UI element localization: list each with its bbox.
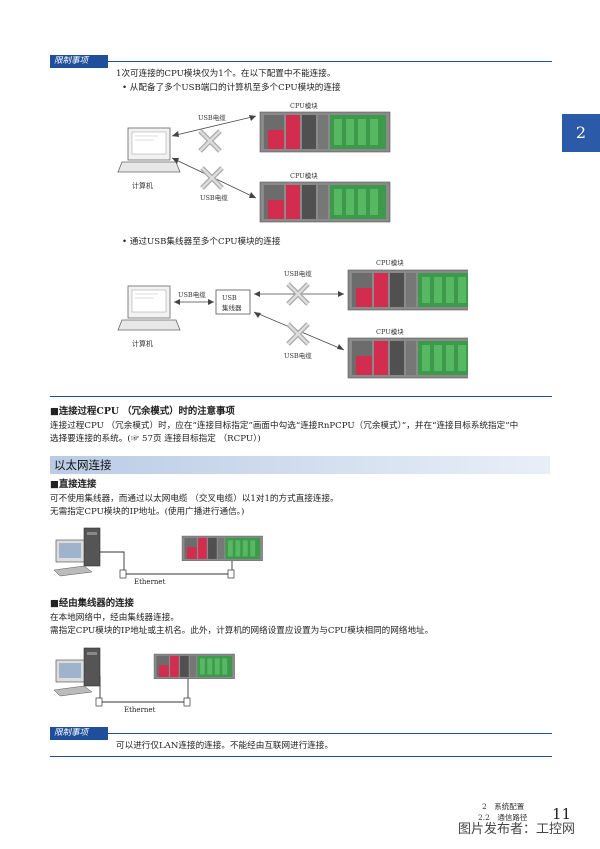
x-mark-icon: [288, 324, 308, 344]
restriction-rule: [108, 61, 552, 62]
direct-heading: ■直接连接: [50, 479, 97, 490]
restriction-rule: [108, 733, 552, 734]
usb-cable-label: USB电缆: [198, 113, 226, 122]
usb-cable-label: USB电缆: [200, 193, 228, 202]
restriction-end-rule: [50, 396, 552, 397]
footer-section: 2.2 通信路径: [478, 813, 528, 822]
restriction-badge: 限制事项: [50, 55, 108, 68]
diagram-direct-ethernet: Ethernet: [54, 527, 263, 586]
watermark: 图片发布者：工控网: [458, 822, 576, 837]
x-mark-icon: [202, 168, 222, 188]
cpu-module-rack: [347, 337, 468, 379]
cpu-module-rack: [181, 535, 263, 562]
redundant-text: 连接过程CPU （冗余模式）时，应在“连接目标指定”画面中勾选“连接RnPCPU…: [50, 421, 519, 431]
usb-hub-box: [215, 289, 251, 315]
restriction-text: 可以进行仅LAN连接的连接。不能经由互联网进行连接。: [116, 741, 334, 751]
cpu-module-rack: [153, 653, 235, 680]
desktop-pc-icon: [54, 527, 101, 577]
direct-text: 无需指定CPU模块的IP地址。(使用广播进行通信。): [50, 507, 245, 517]
cpu-module-rack: [259, 111, 391, 153]
cpu-module-label: CPU模块: [290, 101, 318, 110]
cpu-module-label: CPU模块: [376, 327, 404, 336]
cpu-module-label: CPU模块: [376, 258, 404, 267]
x-mark-icon: [200, 131, 220, 151]
redundant-text-reference[interactable]: 选择要连接的系统。(☞ 57页 连接目标指定 （RCPU）): [50, 434, 261, 444]
section-title: 以太网连接: [54, 458, 112, 472]
cpu-module-label: CPU模块: [290, 171, 318, 180]
cpu-module-rack: [259, 181, 391, 223]
diagram-usb-hub: 计算机 USB电缆 USB 集线器 USB电缆 USB电缆 CPU模块 CPU模…: [117, 258, 468, 379]
desktop-pc-icon: [54, 647, 101, 697]
computer-label: 计算机: [132, 339, 153, 348]
usb-hub-label: USB: [222, 294, 237, 302]
section-title-bar: 以太网连接: [50, 456, 550, 474]
usb-hub-label: 集线器: [222, 303, 242, 312]
chapter-tab[interactable]: 2: [562, 114, 600, 152]
bullet-multi-usb: • 从配备了多个USB端口的计算机至多个CPU模块的连接: [122, 83, 341, 93]
computer-label: 计算机: [132, 181, 153, 190]
page-number: 11: [552, 805, 572, 823]
hub-text: 在本地网络中，经由集线器连接。: [50, 613, 179, 623]
restriction-text: 1次可连接的CPU模块仅为1个。在以下配置中不能连接。: [116, 69, 336, 79]
ethernet-label: Ethernet: [134, 578, 166, 586]
usb-cable-label: USB电缆: [284, 269, 312, 278]
redundant-heading: ■连接过程CPU （冗余模式）时的注意事项: [50, 406, 235, 417]
restriction-end-rule: [50, 756, 552, 757]
hub-text: 需指定CPU模块的IP地址或主机名。此外，计算机的网络设置应设置为与CPU模块相…: [50, 626, 434, 636]
hub-heading: ■经由集线器的连接: [50, 598, 134, 609]
footer-chapter: 2 系统配置: [482, 802, 525, 811]
diagram-multi-usb: 计算机 USB电缆 USB电缆 CPU模块 CPU模块: [117, 101, 391, 223]
direct-text: 可不使用集线器，而通过以太网电缆 （交叉电缆）以1对1的方式直接连接。: [50, 494, 339, 504]
usb-cable-label: USB电缆: [284, 351, 312, 360]
bullet-usb-hub: • 通过USB集线器至多个CPU模块的连接: [122, 237, 281, 247]
usb-cable-label: USB电缆: [178, 290, 206, 299]
cpu-module-rack: [347, 269, 468, 311]
restriction-badge: 限制事项: [50, 727, 108, 740]
diagram-hub-ethernet: Ethernet: [54, 647, 235, 714]
computer-icon: [117, 127, 181, 173]
computer-icon: [117, 285, 181, 331]
ethernet-label: Ethernet: [124, 706, 156, 714]
